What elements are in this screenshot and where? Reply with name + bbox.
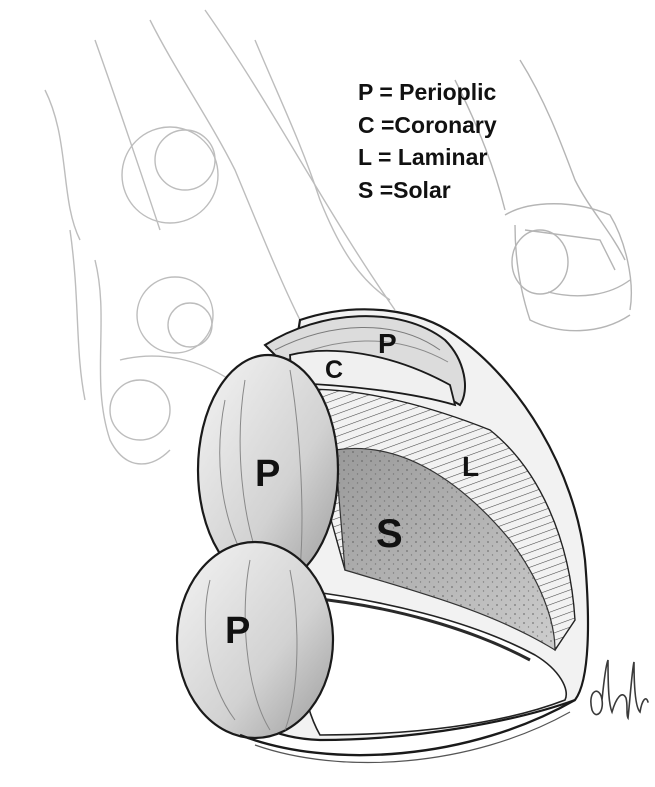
label-solar: S: [376, 514, 403, 554]
legend: P = Perioplic C =Coronary L = Laminar S …: [358, 76, 497, 206]
label-laminar: L: [462, 453, 479, 481]
legend-item-coronary: C =Coronary: [358, 109, 497, 142]
label-perioplic-band: P: [378, 330, 397, 358]
legend-item-solar: S =Solar: [358, 174, 497, 207]
label-heel-bulb-upper: P: [255, 455, 280, 493]
legend-item-laminar: L = Laminar: [358, 141, 497, 174]
legend-item-perioplic: P = Perioplic: [358, 76, 497, 109]
label-heel-bulb-lower: P: [225, 612, 250, 650]
label-coronary-band: C: [325, 358, 343, 383]
artist-signature: [582, 650, 652, 730]
